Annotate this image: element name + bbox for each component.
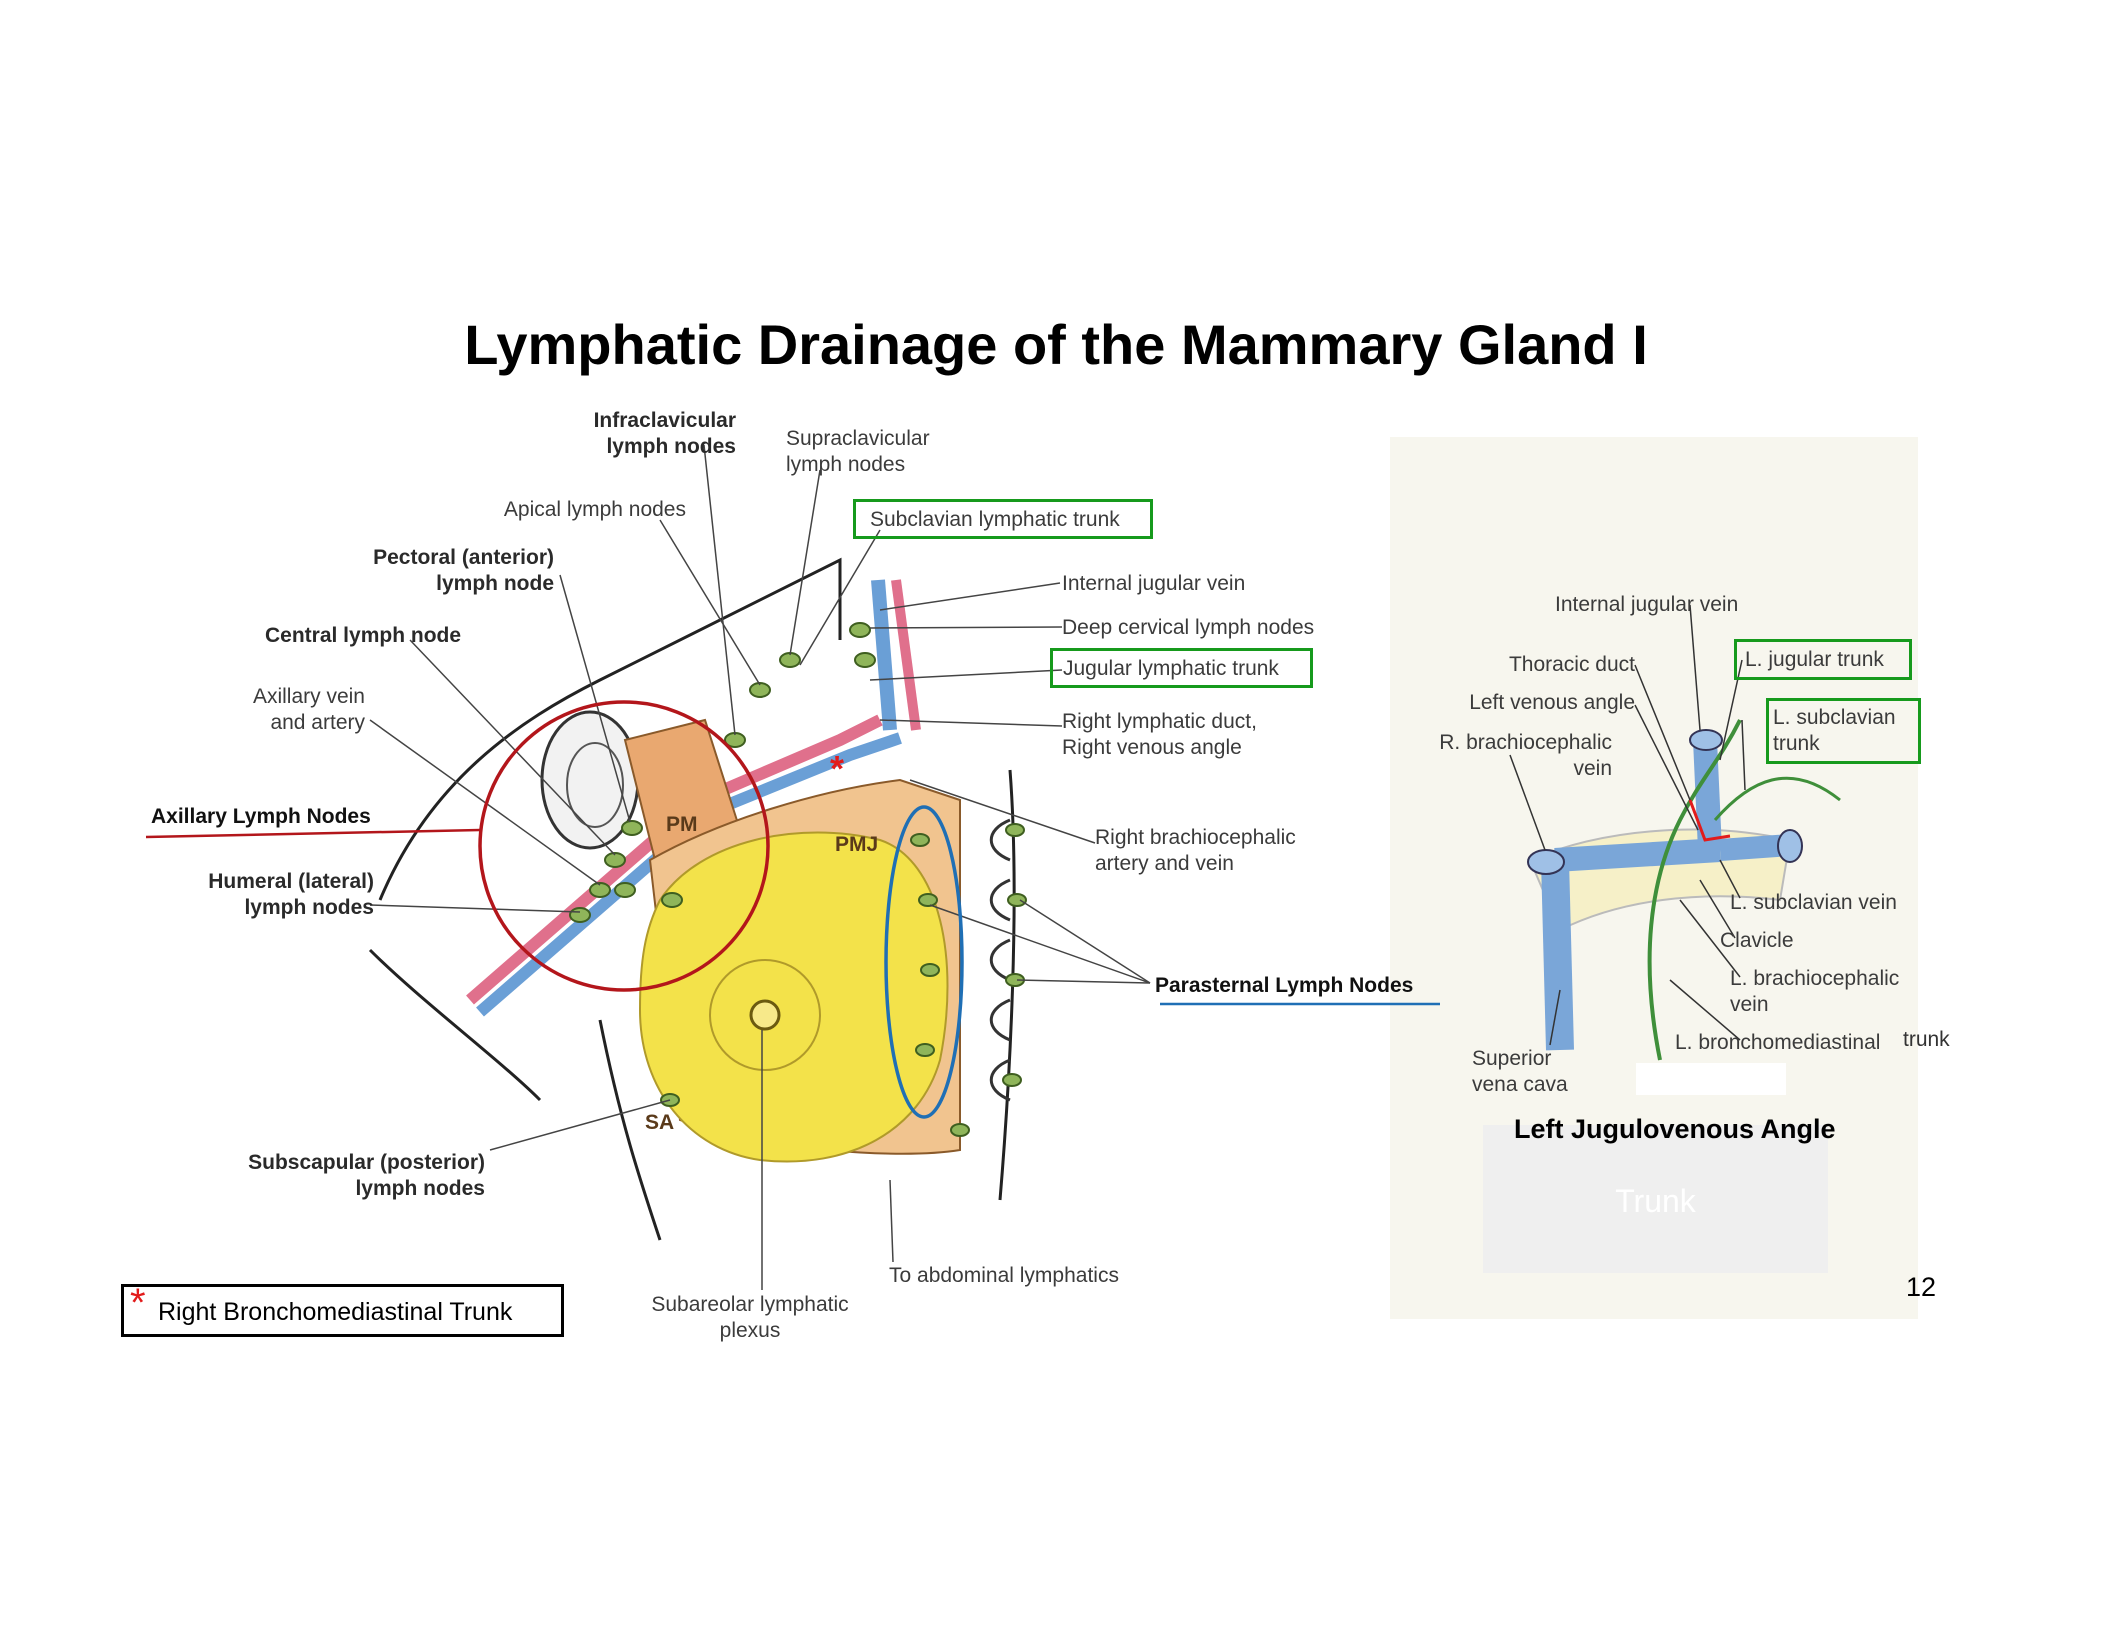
label-l-brachiocephalic-vein: L. brachiocephalic vein bbox=[1730, 967, 1900, 1016]
page-number: 12 bbox=[1906, 1272, 1937, 1302]
right-diagram-caption: Left Jugulovenous Angle bbox=[1514, 1114, 1836, 1144]
label-l-subclavian-vein: L. subclavian vein bbox=[1730, 891, 1897, 914]
legend-asterisk: * bbox=[130, 1281, 146, 1325]
legend-box: * Right Bronchomediastinal Trunk bbox=[121, 1281, 564, 1337]
blank-patch bbox=[1636, 1063, 1786, 1095]
label-sa: SA bbox=[645, 1111, 675, 1134]
label-l-bronchomediastinal: L. bronchomediastinal bbox=[1675, 1031, 1881, 1054]
label-right-lymphatic-duct: Right lymphatic duct, Right venous angle bbox=[1062, 710, 1257, 759]
label-l-subclavian-trunk: L. subclavian trunk bbox=[1773, 706, 1896, 755]
highlight-subclavian-trunk: Subclavian lymphatic trunk bbox=[853, 499, 1153, 539]
label-supraclavicular-nodes: Supraclavicular lymph nodes bbox=[786, 427, 930, 476]
ghost-box bbox=[1483, 1125, 1828, 1273]
label-axillary-vein-artery: Axillary vein and artery bbox=[252, 685, 365, 734]
label-apical-nodes: Apical lymph nodes bbox=[503, 498, 686, 521]
label-r-internal-jugular: Internal jugular vein bbox=[1555, 593, 1739, 616]
highlight-jugular-trunk: Jugular lymphatic trunk bbox=[1050, 648, 1313, 688]
label-l-jugular-trunk: L. jugular trunk bbox=[1745, 648, 1884, 671]
label-trunk-continuation: trunk bbox=[1903, 1028, 1950, 1051]
label-subscapular-nodes: Subscapular (posterior) lymph nodes bbox=[248, 1151, 485, 1200]
label-clavicle: Clavicle bbox=[1720, 929, 1794, 952]
label-pmj: PMJ bbox=[835, 833, 879, 856]
label-r-brachiocephalic-vein: R. brachiocephalic vein bbox=[1439, 731, 1612, 780]
label-abdominal-lymphatics: To abdominal lymphatics bbox=[889, 1264, 1119, 1287]
callout-parasternal-lymph-nodes: Parasternal Lymph Nodes bbox=[1155, 974, 1414, 997]
label-superior-vena-cava: Superior vena cava bbox=[1472, 1047, 1568, 1096]
label-jugular-trunk: Jugular lymphatic trunk bbox=[1063, 657, 1279, 680]
label-left-venous-angle: Left venous angle bbox=[1469, 691, 1635, 714]
label-subareolar-plexus: Subareolar lymphatic plexus bbox=[651, 1293, 849, 1342]
label-thoracic-duct: Thoracic duct bbox=[1508, 653, 1635, 676]
callout-axillary-lymph-nodes: Axillary Lymph Nodes bbox=[151, 805, 371, 828]
label-right-brachiocephalic: Right brachiocephalic artery and vein bbox=[1095, 826, 1296, 875]
label-pm: PM bbox=[666, 813, 698, 836]
label-central-node: Central lymph node bbox=[265, 624, 462, 647]
ghost-trunk-text: Trunk bbox=[1615, 1183, 1696, 1219]
label-infraclavicular-nodes: Infraclavicular lymph nodes bbox=[593, 409, 736, 458]
marker-asterisk: * bbox=[830, 748, 845, 789]
label-humeral-nodes: Humeral (lateral) lymph nodes bbox=[208, 870, 374, 919]
highlight-l-subclavian-trunk: L. subclavian trunk bbox=[1766, 698, 1921, 764]
legend-text: Right Bronchomediastinal Trunk bbox=[158, 1298, 513, 1326]
label-subclavian-trunk: Subclavian lymphatic trunk bbox=[870, 508, 1120, 531]
label-internal-jugular-vein: Internal jugular vein bbox=[1062, 572, 1246, 595]
label-deep-cervical-nodes: Deep cervical lymph nodes bbox=[1062, 616, 1315, 639]
label-pectoral-node: Pectoral (anterior) lymph node bbox=[373, 546, 554, 595]
highlight-l-jugular-trunk: L. jugular trunk bbox=[1734, 639, 1912, 680]
slide-title: Lymphatic Drainage of the Mammary Gland … bbox=[464, 313, 1648, 376]
